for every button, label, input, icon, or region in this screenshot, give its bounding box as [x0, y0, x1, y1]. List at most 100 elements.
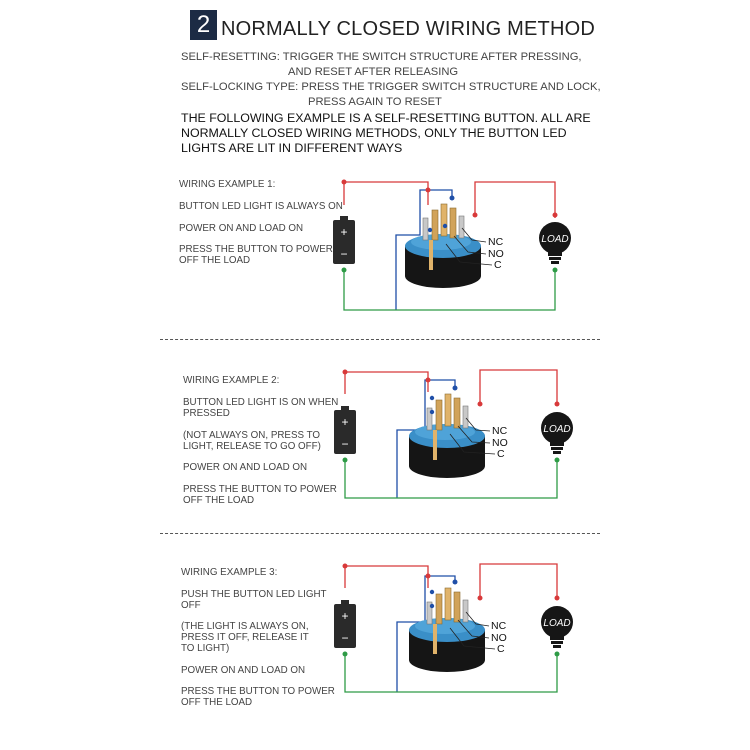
example-2-dot-red-b	[425, 377, 431, 383]
self-resetting-line-2: AND RESET AFTER RELEASING	[288, 66, 459, 78]
example-3-dot-red-b	[425, 573, 431, 579]
example-2-blue-wire	[396, 379, 456, 498]
example-2-nc-label: NC	[492, 425, 508, 437]
example-2-red-wire-battery	[344, 371, 429, 394]
example-2-green-wire	[344, 458, 558, 499]
example-3-nc-label: NC	[491, 620, 507, 632]
example-2-c-leader	[449, 433, 496, 455]
example-3-line-b1: (THE LIGHT IS ALWAYS ON,	[181, 621, 309, 632]
example-1-dot-red-c	[472, 212, 478, 218]
intro-line-1: THE FOLLOWING EXAMPLE IS A SELF-RESETTIN…	[181, 111, 591, 125]
example-2-dot-switch-a	[429, 395, 435, 401]
example-3-dot-green-a	[342, 651, 348, 657]
example-1-battery-plus: +	[340, 225, 347, 239]
example-2-line-a1: BUTTON LED LIGHT IS ON WHEN	[183, 397, 339, 408]
example-divider-1	[160, 339, 600, 340]
example-3-title: WIRING EXAMPLE 3:	[181, 567, 278, 578]
example-3-c-leader	[449, 627, 496, 650]
example-1-dot-switch-a	[427, 227, 433, 233]
example-2-nc-leader	[465, 417, 491, 432]
example-3-red-wire-battery	[344, 565, 429, 588]
example-1-line-c1: PRESS THE BUTTON TO POWER	[179, 244, 333, 255]
example-1-dot-red-d	[552, 212, 558, 218]
example-1-dot-blue	[449, 195, 455, 201]
section-number-badge: 2	[190, 10, 217, 40]
example-1-load-label: LOAD	[541, 234, 568, 245]
example-1-red-wire-battery	[343, 181, 429, 205]
example-1-diagram: + − LOAD	[333, 179, 571, 311]
example-1-red-wire-load	[474, 181, 556, 218]
example-divider-2	[160, 533, 600, 534]
example-1-green-wire	[343, 268, 556, 311]
example-1-title: WIRING EXAMPLE 1:	[179, 179, 276, 190]
example-1-dot-switch-b	[442, 223, 448, 229]
example-2-dot-red-c	[477, 401, 483, 407]
example-2-line-d2: OFF THE LOAD	[183, 495, 255, 506]
example-2-line-b1: (NOT ALWAYS ON, PRESS TO	[183, 430, 321, 441]
example-3-line-d2: OFF THE LOAD	[181, 697, 253, 708]
example-1-dot-green-a	[341, 267, 347, 273]
example-1-dot-red-b	[425, 187, 431, 193]
example-3-load-bulb: LOAD	[541, 606, 573, 648]
example-2-diagram: + − LOAD	[334, 369, 573, 499]
example-2-line-a2: PRESSED	[183, 408, 230, 419]
example-3-dot-switch-a	[429, 589, 435, 595]
example-3-dot-red-d	[554, 595, 560, 601]
example-2-battery-minus: −	[341, 437, 348, 451]
example-1-battery: + −	[333, 216, 355, 264]
example-3-diagram: + − LOAD	[334, 563, 573, 693]
example-2-load-bulb: LOAD	[541, 412, 573, 454]
example-1-line-b: POWER ON AND LOAD ON	[179, 223, 304, 234]
example-1-dot-red-a	[341, 179, 347, 185]
self-locking-line-2: PRESS AGAIN TO RESET	[308, 96, 442, 108]
example-2-no-leader	[457, 425, 491, 444]
self-resetting-line-1: SELF-RESETTING: TRIGGER THE SWITCH STRUC…	[181, 51, 582, 63]
example-2-no-label: NO	[492, 437, 508, 449]
example-2-dot-green-a	[342, 457, 348, 463]
example-3-no-label: NO	[491, 632, 507, 644]
example-3-line-c: POWER ON AND LOAD ON	[181, 665, 306, 676]
example-2-title: WIRING EXAMPLE 2:	[183, 375, 280, 386]
example-1-c-leader	[445, 243, 493, 266]
example-3-line-d1: PRESS THE BUTTON TO POWER	[181, 686, 335, 697]
example-2-load-label: LOAD	[543, 424, 570, 435]
example-2-push-button-switch	[408, 393, 486, 479]
example-3-green-wire	[344, 652, 558, 693]
example-2-dot-green-b	[554, 457, 560, 463]
example-1-no-leader	[453, 235, 487, 255]
example-1-dot-green-b	[552, 267, 558, 273]
example-3-line-b2: PRESS IT OFF, RELEASE IT	[181, 632, 309, 643]
example-3-blue-wire	[396, 575, 456, 692]
example-3-nc-leader	[465, 611, 490, 627]
example-3-battery-plus: +	[341, 609, 348, 623]
example-2-dot-red-a	[342, 369, 348, 375]
example-3-battery: + −	[334, 600, 356, 648]
example-2-line-d1: PRESS THE BUTTON TO POWER	[183, 484, 337, 495]
example-2-c-label: C	[497, 448, 505, 460]
example-2-dot-switch-b	[429, 409, 435, 415]
example-3-line-a2: OFF	[181, 600, 201, 611]
example-1-load-bulb: LOAD	[539, 222, 571, 264]
example-3-push-button-switch	[408, 587, 486, 673]
example-1-nc-label: NC	[488, 236, 504, 248]
example-1-line-c2: OFF THE LOAD	[179, 255, 251, 266]
example-1-push-button-switch	[404, 203, 482, 289]
example-2-line-c: POWER ON AND LOAD ON	[183, 462, 308, 473]
example-3-dot-switch-b	[429, 603, 435, 609]
example-3-c-label: C	[497, 643, 505, 655]
example-1-nc-leader	[461, 227, 487, 243]
example-3-load-label: LOAD	[543, 618, 570, 629]
example-3-line-a1: PUSH THE BUTTON LED LIGHT	[181, 589, 327, 600]
example-3-dot-green-b	[554, 651, 560, 657]
example-1-blue-wire	[395, 189, 453, 310]
example-3-no-leader	[457, 619, 490, 639]
example-2-red-wire-load	[479, 369, 558, 404]
intro-line-2: NORMALLY CLOSED WIRING METHODS, ONLY THE…	[181, 126, 567, 140]
example-2-dot-red-d	[554, 401, 560, 407]
example-3-dot-blue	[452, 579, 458, 585]
intro-line-3: LIGHTS ARE LIT IN DIFFERENT WAYS	[181, 141, 403, 155]
example-2-battery-plus: +	[341, 415, 348, 429]
example-3-red-wire-load	[479, 563, 558, 598]
example-2-battery: + −	[334, 406, 356, 454]
